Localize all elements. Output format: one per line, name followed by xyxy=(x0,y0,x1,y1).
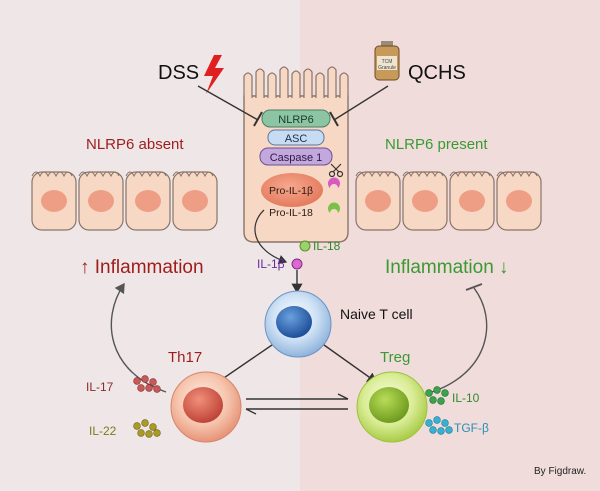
th17-to-inflammation-arrow xyxy=(110,282,167,393)
naive-to-th17-line xyxy=(217,344,273,383)
il22-label: IL-22 xyxy=(89,424,117,438)
inflammation-up-label: ↑ Inflammation xyxy=(80,257,204,278)
il1b-label: IL-1β xyxy=(257,257,285,271)
il22-molecules-icon xyxy=(133,419,161,438)
epithelial-cells-right xyxy=(355,171,542,231)
scissors-icon xyxy=(328,163,344,178)
th17-cell-nucleus xyxy=(183,387,223,423)
secretion-arrow xyxy=(254,209,288,265)
left-panel-background xyxy=(0,0,300,491)
credit-label: By Figdraw. xyxy=(534,466,586,477)
treg-label: Treg xyxy=(380,349,410,366)
nlrp6-present-label: NLRP6 present xyxy=(385,136,488,153)
nlrp6-label: NLRP6 xyxy=(278,114,313,126)
pro-il18-cleaved-icon xyxy=(328,202,340,213)
pro-il1b-blob xyxy=(261,173,323,207)
treg-inhibit-inflammation-bar xyxy=(465,283,483,291)
caspase1-label: Caspase 1 xyxy=(270,152,323,164)
tgfb-molecules-icon xyxy=(425,416,453,435)
epithelial-cells-left xyxy=(31,171,218,231)
treg-cell-nucleus xyxy=(369,387,409,423)
nlrp6-box xyxy=(261,109,331,128)
naive-to-treg-arrow xyxy=(323,344,378,383)
caspase1-box xyxy=(259,147,333,166)
pro-il1b-label: Pro-IL-1β xyxy=(269,185,313,197)
tcm-label: TCM xyxy=(382,59,393,65)
inflammation-down-label: Inflammation ↓ xyxy=(385,257,509,278)
granule-label: Granule xyxy=(378,65,396,71)
il17-molecules-icon xyxy=(133,375,161,393)
th17-label: Th17 xyxy=(168,349,202,366)
il1b-molecule-icon xyxy=(291,258,303,270)
tgfb-label: TGF-β xyxy=(454,421,489,435)
qchs-inhibit-line xyxy=(333,85,389,121)
dss-inhibit-bar xyxy=(253,111,263,127)
naive-t-cell-label: Naive T cell xyxy=(340,306,413,322)
qchs-inhibit-bar xyxy=(329,111,339,127)
il18-molecule-icon xyxy=(299,240,311,252)
tcm-granule-bottle-icon: TCM Granule xyxy=(374,41,400,81)
dss-label: DSS xyxy=(158,62,199,84)
asc-label: ASC xyxy=(285,133,308,145)
nlrp6-absent-label: NLRP6 absent xyxy=(86,136,184,153)
dss-inhibit-line xyxy=(197,85,259,121)
il10-molecules-icon xyxy=(425,386,449,405)
asc-box xyxy=(267,129,325,146)
naive-t-cell-nucleus xyxy=(276,306,312,338)
il18-label: IL-18 xyxy=(313,239,341,253)
pro-il18-label: Pro-IL-18 xyxy=(269,207,313,219)
lightning-icon xyxy=(204,55,224,94)
equilibrium-forward-head xyxy=(337,393,349,400)
il10-label: IL-10 xyxy=(452,391,480,405)
treg-inhibit-inflammation-line xyxy=(431,287,488,393)
pro-il1b-cleaved-icon xyxy=(328,177,340,188)
qchs-label: QCHS xyxy=(408,62,466,84)
il17-label: IL-17 xyxy=(86,380,114,394)
right-panel-background xyxy=(300,0,600,491)
equilibrium-backward-head xyxy=(245,408,257,415)
